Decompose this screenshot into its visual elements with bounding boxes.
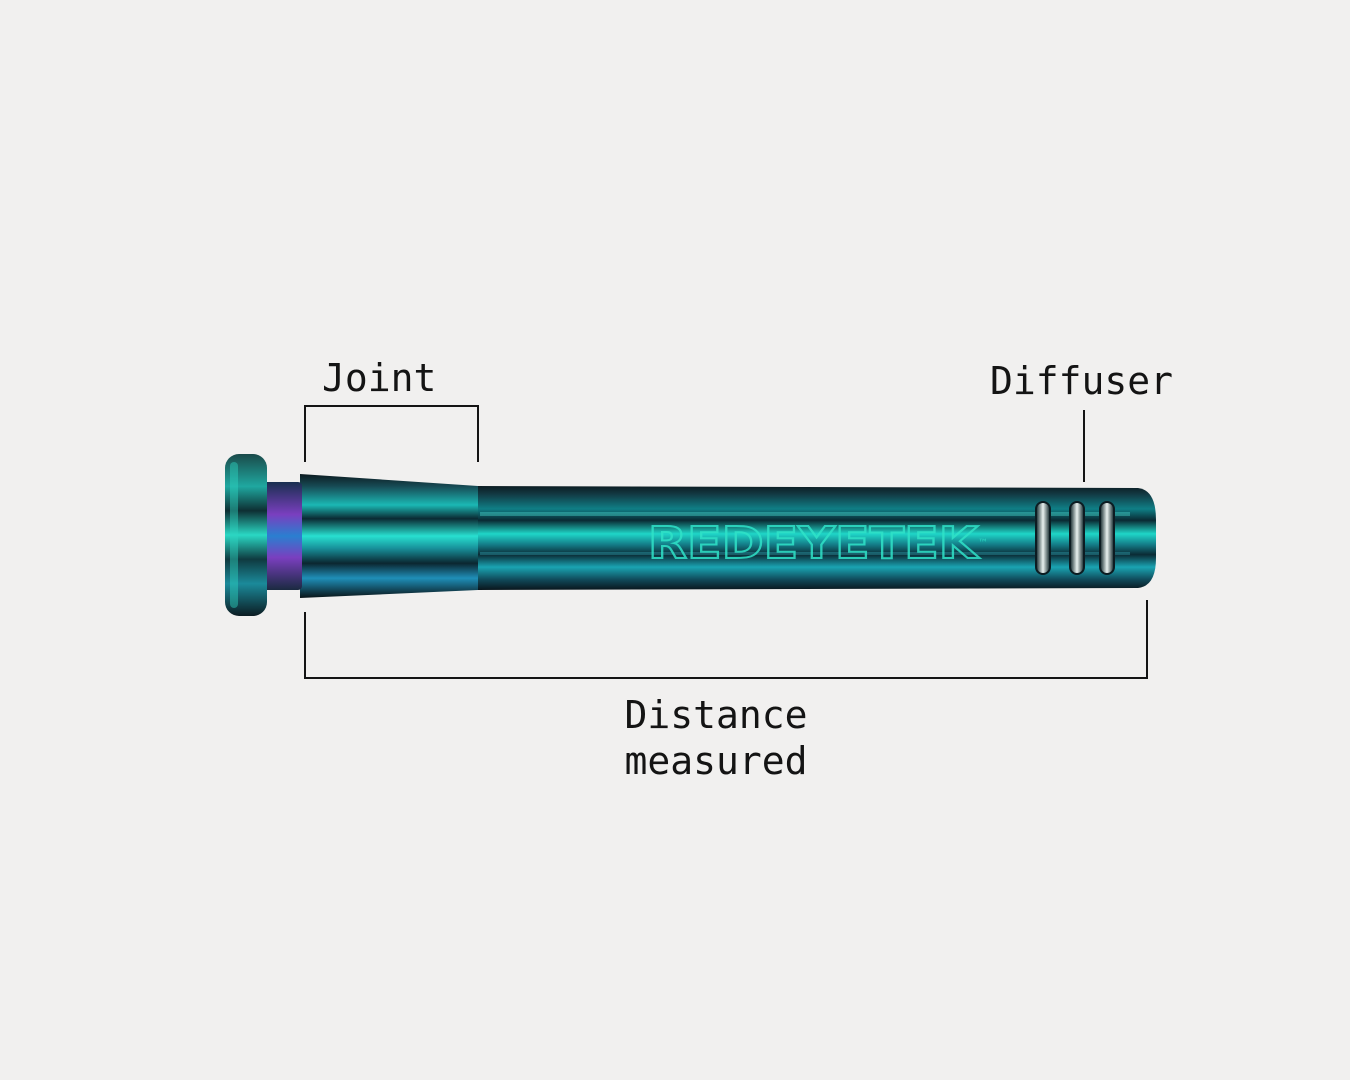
distance-label-line2: measured [624, 739, 808, 783]
diffuser-label: Diffuser [990, 359, 1174, 403]
tube-logo: REDEYETEK [648, 518, 980, 569]
joint-section [300, 474, 478, 598]
diffuser-slits [1035, 501, 1115, 575]
joint-label: Joint [322, 356, 437, 400]
joint-ring [262, 482, 302, 590]
distance-bracket [304, 600, 1148, 679]
svg-text:™: ™ [978, 538, 988, 549]
joint-bracket [304, 405, 479, 462]
flange [225, 454, 267, 616]
distance-measured-label: Distance measured [560, 692, 872, 784]
distance-label-line1: Distance [624, 693, 808, 737]
tube-body [478, 486, 1156, 590]
